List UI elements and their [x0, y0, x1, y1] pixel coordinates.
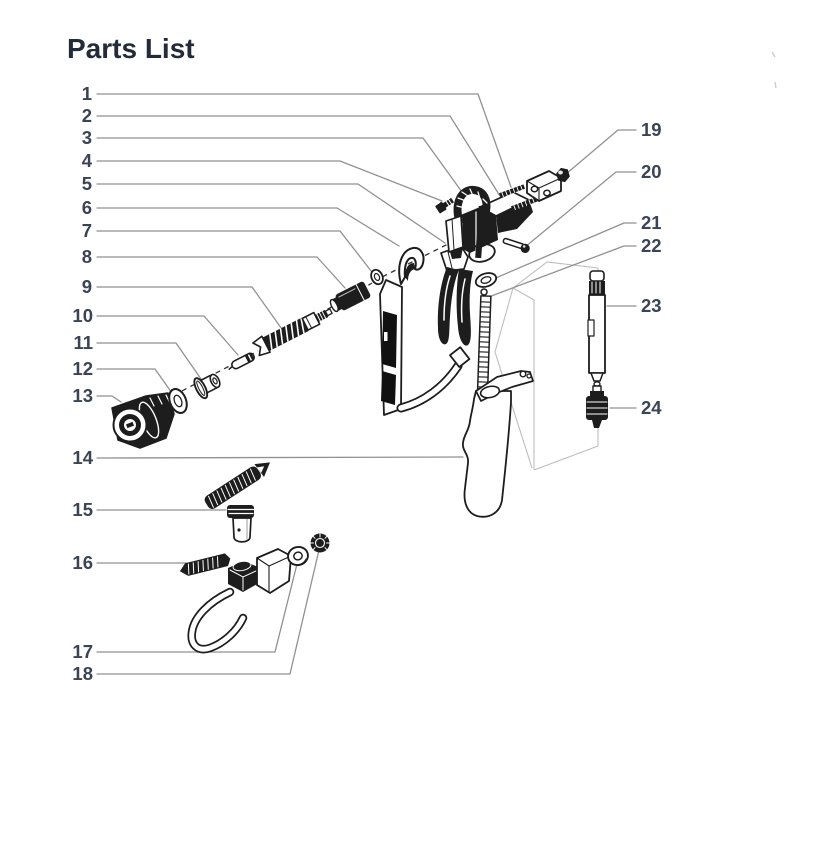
callout-1: 1 — [82, 83, 92, 104]
callout-4: 4 — [82, 150, 93, 171]
part-9-spring-assembly — [252, 308, 333, 357]
part-23-filter — [587, 270, 606, 387]
part-1-2-screws — [498, 184, 538, 211]
callout-24: 24 — [641, 397, 662, 418]
callout-5: 5 — [82, 173, 92, 194]
part-15-spray-tip — [204, 462, 271, 543]
part-18-nut — [310, 533, 330, 553]
callout-7: 7 — [82, 220, 92, 241]
leader-line-7 — [96, 230, 376, 277]
callout-19: 19 — [641, 119, 662, 140]
leader-line-2 — [96, 115, 501, 197]
callout-17: 17 — [72, 641, 93, 662]
part-16-tip-guard — [179, 548, 292, 654]
callout-23: 23 — [641, 295, 662, 316]
leader-line-22 — [485, 245, 637, 299]
leader-line-5 — [96, 183, 446, 244]
page-title: Parts List — [67, 33, 195, 64]
callout-2: 2 — [82, 105, 92, 126]
part-trigger — [437, 245, 473, 346]
leader-line-6 — [96, 207, 400, 247]
callout-20: 20 — [641, 161, 662, 182]
leader-line-10 — [96, 315, 239, 356]
callout-9: 9 — [82, 276, 92, 297]
callout-12: 12 — [72, 358, 93, 379]
part-17-seal — [287, 545, 309, 567]
part-20-pin-screw — [502, 237, 530, 253]
callout-8: 8 — [82, 246, 92, 267]
callout-6: 6 — [82, 197, 92, 218]
part-front-guard — [379, 246, 471, 416]
leader-line-12 — [96, 368, 173, 394]
part-7-washer — [370, 268, 384, 286]
callout-14: 14 — [72, 447, 93, 468]
part-8-packing-cartridge — [329, 281, 371, 313]
part-14-handle-grip — [462, 370, 534, 518]
leader-line-21 — [490, 222, 637, 281]
part-21-washer — [474, 272, 498, 288]
part-10-needle-nose — [228, 352, 255, 370]
callout-11: 11 — [73, 332, 93, 353]
part-4-screw — [435, 197, 454, 214]
callout-10: 10 — [72, 305, 93, 326]
callout-21: 21 — [641, 212, 662, 233]
part-11-seat — [193, 373, 221, 400]
leader-line-1 — [96, 93, 512, 188]
part-mounting-block — [526, 170, 562, 202]
part-19-nut — [556, 167, 570, 183]
leader-line-13 — [96, 395, 122, 403]
leader-line-17 — [96, 559, 299, 653]
leader-line-4 — [96, 160, 443, 202]
part-13-retainer-nut — [111, 392, 175, 449]
part-gun-head — [445, 186, 533, 263]
part-24-fitting — [586, 385, 608, 428]
scan-artifact-marks — [771, 51, 777, 89]
callout-16: 16 — [72, 552, 93, 573]
callout-22: 22 — [641, 235, 662, 256]
part-12-washer — [168, 388, 188, 414]
leader-lines — [96, 93, 637, 675]
leader-line-9 — [96, 286, 285, 333]
leader-line-11 — [96, 342, 202, 380]
callout-18: 18 — [72, 663, 93, 684]
callout-13: 13 — [72, 385, 93, 406]
leader-line-14 — [96, 456, 464, 459]
leader-line-8 — [96, 256, 346, 289]
leader-line-20 — [524, 171, 637, 248]
leader-line-19 — [565, 129, 637, 175]
ghost-body-outline — [494, 261, 599, 471]
callout-15: 15 — [72, 499, 93, 520]
leader-line-3 — [96, 137, 463, 193]
callout-numbers: 1 2 3 4 5 6 7 8 9 10 11 12 13 14 15 16 1… — [72, 83, 662, 684]
callout-3: 3 — [82, 127, 92, 148]
leader-line-18 — [96, 549, 320, 675]
